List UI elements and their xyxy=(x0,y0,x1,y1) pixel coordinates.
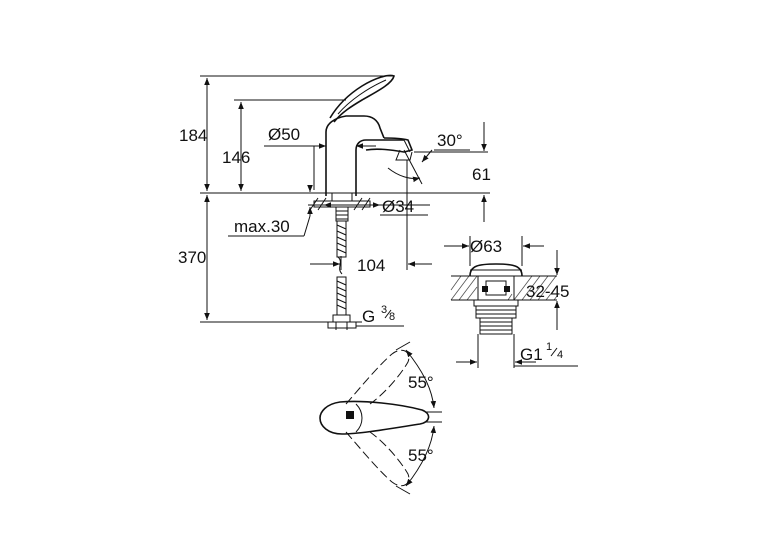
label-lever-angle-top: 55° xyxy=(408,373,434,392)
label-hole-diameter: Ø34 xyxy=(382,197,414,216)
label-total-height: 184 xyxy=(179,126,207,145)
label-inlet-thread-den: 8 xyxy=(389,311,395,323)
dim-max-thickness: max.30 xyxy=(228,185,313,237)
dim-waste-range: 32-45 xyxy=(526,250,569,330)
label-waste-thread-num: 1 xyxy=(546,341,552,353)
supply-hose xyxy=(327,220,357,330)
dim-waste-thread: G1 1 4 xyxy=(456,334,578,368)
dim-lever-angle-top: 55° xyxy=(405,349,442,413)
dim-pipe-diameter: Ø50 xyxy=(264,125,376,190)
label-projection: 104 xyxy=(357,256,385,275)
lever-top-view xyxy=(319,341,430,495)
label-spout-angle: 30° xyxy=(437,131,463,150)
dim-spout-depth: 61 xyxy=(414,122,491,222)
dim-total-height: 184 xyxy=(179,75,393,191)
label-waste-thread: G1 xyxy=(520,345,543,364)
dim-spout-height: 146 xyxy=(222,99,346,191)
label-inlet-thread-num: 3 xyxy=(381,304,387,316)
label-waste-diameter: Ø63 xyxy=(470,237,502,256)
label-hose-length: 370 xyxy=(178,248,206,267)
dim-spout-angle: 30° xyxy=(387,131,470,185)
mounting-hardware xyxy=(309,192,371,222)
label-pipe-diameter: Ø50 xyxy=(268,125,300,144)
dim-lever-angle-bottom: 55° xyxy=(405,421,442,487)
label-spout-height: 146 xyxy=(222,148,250,167)
label-max-thickness: max.30 xyxy=(234,217,290,236)
dim-projection: 104 xyxy=(310,160,432,275)
label-waste-range: 32-45 xyxy=(526,282,569,301)
dim-waste-diameter: Ø63 xyxy=(444,236,544,266)
dim-hole-diameter: Ø34 xyxy=(324,197,430,216)
faucet-side-view xyxy=(325,74,414,196)
label-spout-depth: 61 xyxy=(472,165,491,184)
dim-hose-length: 370 xyxy=(178,195,362,323)
label-lever-angle-bottom: 55° xyxy=(408,446,434,465)
label-inlet-thread: G xyxy=(362,307,375,326)
dim-inlet-thread: G 3 8 xyxy=(356,304,404,327)
waste-fitting xyxy=(450,263,558,335)
label-waste-thread-den: 4 xyxy=(557,349,563,361)
